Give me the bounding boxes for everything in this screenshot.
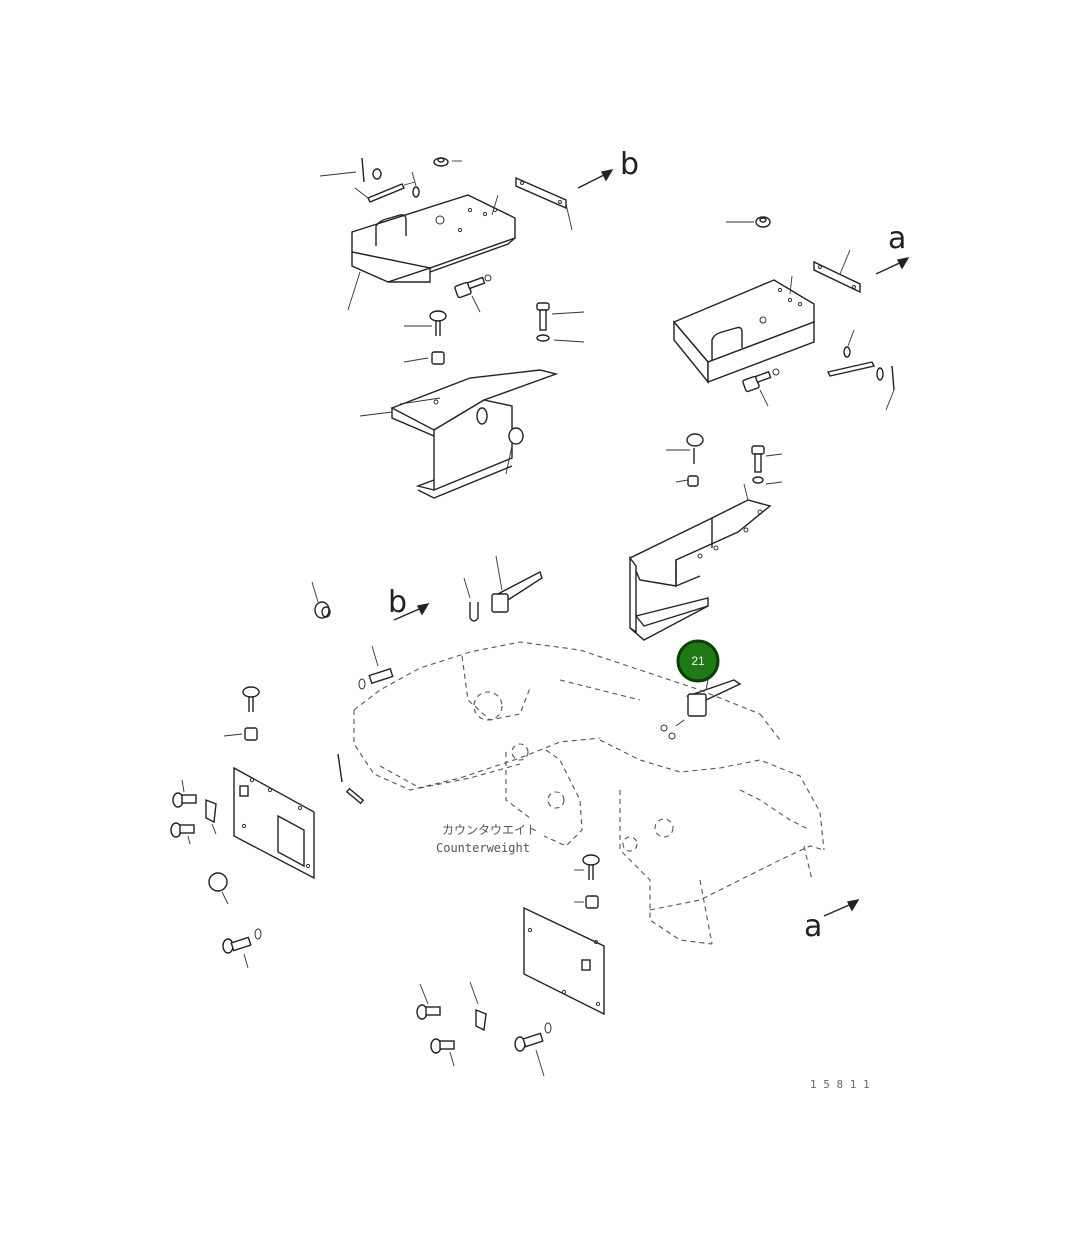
label-a-bottom: a [804, 909, 822, 944]
bracket-right [629, 483, 772, 641]
cap-lower-left [208, 872, 229, 905]
grommet-top-left [433, 157, 462, 167]
bolt-right [751, 445, 783, 485]
handle-top-left [354, 181, 416, 203]
knob-bolt-lower-center [574, 854, 600, 909]
knob-bolt-lower-left [223, 686, 260, 741]
callout-21[interactable]: 21 [676, 639, 720, 683]
bolt-washer-lower-left [222, 928, 262, 969]
label-b-top: b [620, 147, 639, 182]
counterweight-label: カウンタウエイト Counterweight [436, 823, 538, 855]
bolt-center-top [536, 302, 585, 343]
arrow-a-bottom: a [804, 899, 860, 944]
nut-right [675, 475, 699, 487]
callout-number[interactable]: 21 [691, 654, 705, 668]
pins-lower-left [337, 753, 365, 805]
drawing-number: 1 5 8 1 1 [810, 1078, 870, 1091]
bolt-with-washer-top [454, 274, 492, 313]
top-left-cover [347, 194, 516, 311]
seal-strip-top [515, 176, 573, 231]
counterweight-label-en: Counterweight [436, 841, 530, 855]
nut-left [403, 351, 445, 365]
pin-top-left [319, 157, 420, 198]
bolt-washer-right [742, 368, 780, 407]
latch-part-21 [660, 679, 742, 740]
grommet-top-right [726, 216, 771, 228]
label-a-top: a [888, 221, 906, 256]
side-panel-lower [523, 906, 605, 1016]
counterweight-label-jp: カウンタウエイト [442, 823, 538, 837]
top-right-cover [672, 275, 815, 384]
arrow-b-top: b [577, 147, 639, 189]
machine-frame [353, 641, 825, 945]
clip-mid [463, 555, 543, 622]
callout-circle[interactable] [676, 639, 720, 683]
bolt-washer-mid [358, 645, 394, 690]
bolts-lower [416, 981, 552, 1077]
knob-bolt-left [404, 310, 447, 336]
plug-mid-left [311, 581, 331, 619]
label-b-mid: b [388, 585, 407, 620]
arrow-a-top: a [875, 221, 910, 275]
bolts-far-left [170, 779, 217, 845]
arrow-b-mid: b [388, 585, 430, 621]
bracket-left [359, 369, 559, 499]
handle-right [826, 329, 895, 411]
seal-strip-right [813, 249, 861, 294]
knob-right [666, 433, 704, 464]
side-panel-left [233, 766, 315, 880]
plug-cap-left [505, 427, 524, 475]
